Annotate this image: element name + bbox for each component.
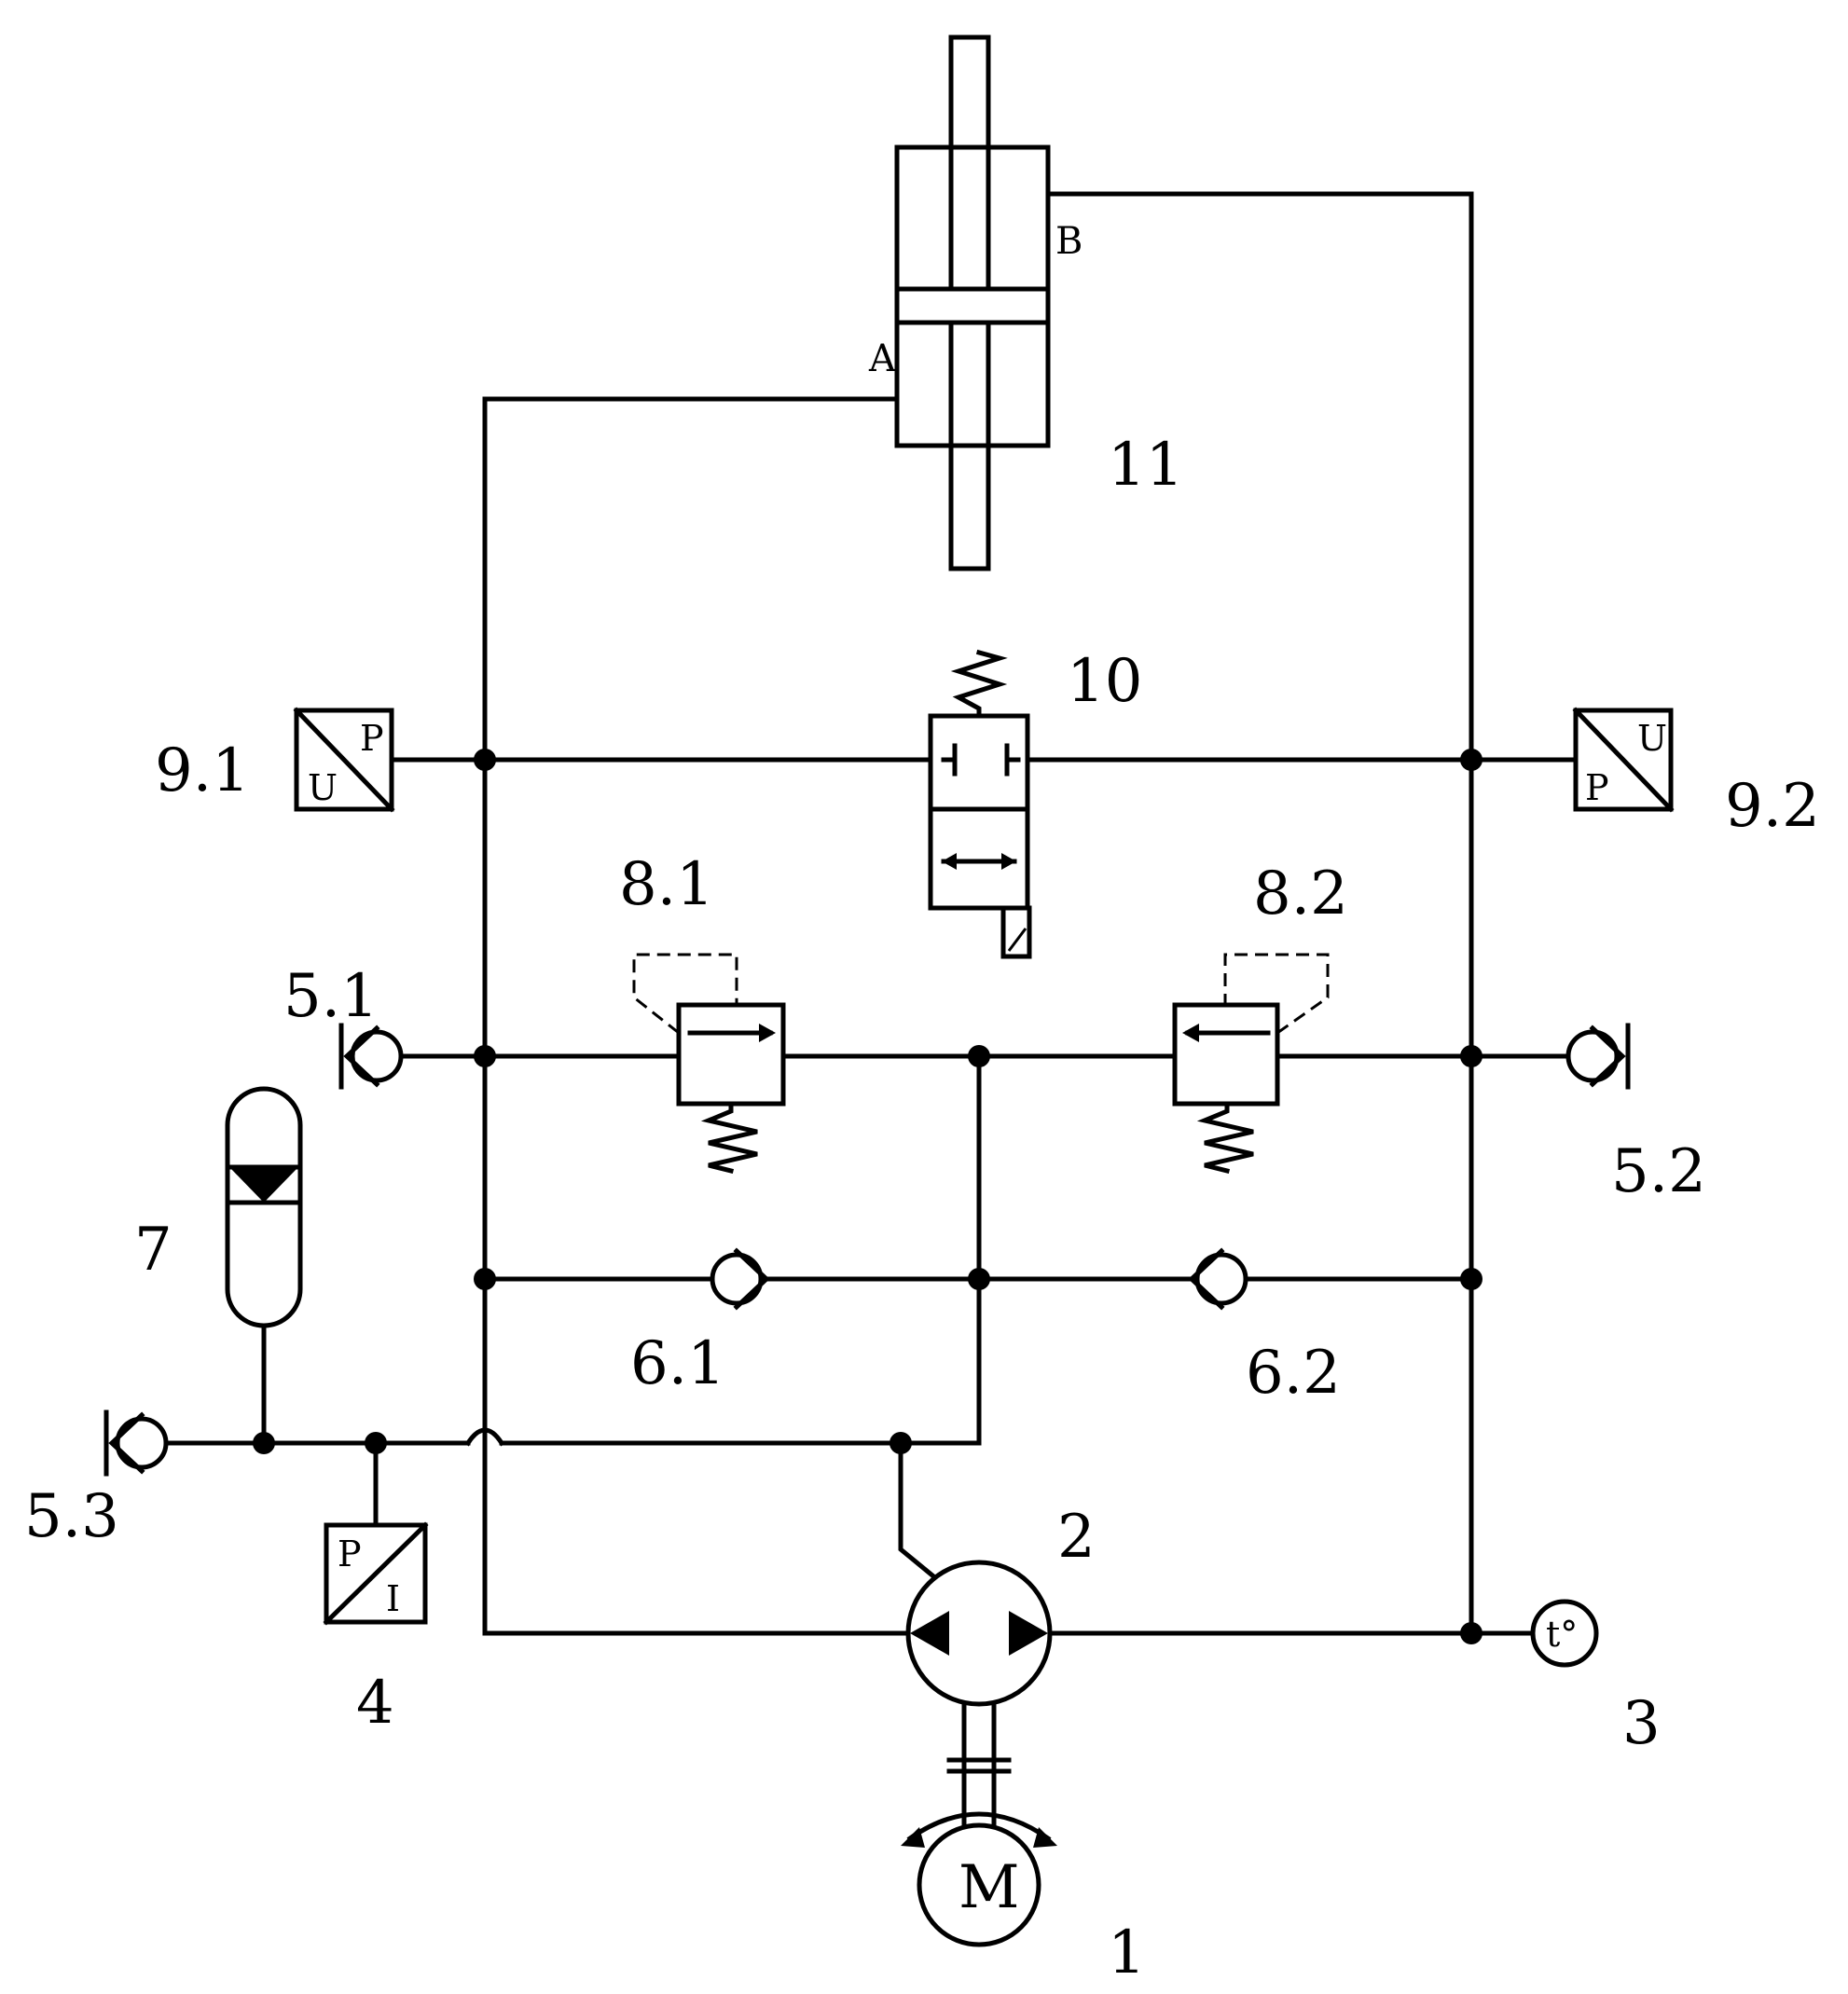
port-b-label: B (1055, 220, 1083, 263)
label-pressure-switch: 4 (356, 1669, 394, 1738)
check-valve-2-symbol (1188, 1247, 1248, 1311)
port-a-label: A (868, 337, 897, 380)
label-transducer-2: 9.2 (1725, 772, 1820, 841)
check-fill-2-symbol (1565, 1023, 1631, 1090)
bypass-valve-symbol (928, 649, 1032, 959)
label-cylinder: 11 (1108, 431, 1183, 500)
relief-valve-1-symbol (632, 953, 786, 1175)
label-temp-sensor: 3 (1622, 1689, 1661, 1758)
temp-sensor-t: t° (1546, 1614, 1578, 1655)
check-fill-3-symbol (103, 1410, 169, 1477)
check-valve-1-symbol (710, 1247, 770, 1311)
transducer-1-symbol (293, 707, 395, 813)
motor-m: M (958, 1853, 1020, 1922)
label-relief-valve-1: 8.1 (619, 850, 714, 919)
pressure-switch-symbol (323, 1521, 429, 1626)
transducer-1-u: U (308, 767, 338, 808)
label-check-valve-1: 6.1 (630, 1329, 725, 1398)
label-check-fill-2: 5.2 (1611, 1137, 1706, 1206)
cylinder-symbol (894, 34, 1051, 571)
label-relief-valve-2: 8.2 (1253, 859, 1348, 928)
label-motor: 1 (1108, 1918, 1146, 1987)
transducer-2-u: U (1637, 718, 1667, 759)
main-lines (482, 191, 1474, 1636)
label-check-valve-2: 6.2 (1246, 1339, 1341, 1408)
transducer-2-symbol (1572, 707, 1675, 813)
relief-valve-2-symbol (1172, 953, 1330, 1175)
label-check-fill-1: 5.1 (283, 962, 379, 1031)
transducer-2-p: P (1585, 767, 1609, 808)
label-transducer-1: 9.1 (155, 736, 250, 805)
charge-line (163, 1321, 982, 1579)
label-check-fill-3: 5.3 (24, 1482, 119, 1551)
transducer-1-p: P (360, 718, 384, 759)
pressure-switch-p: P (338, 1533, 362, 1575)
label-accumulator: 7 (134, 1216, 172, 1285)
label-bypass-valve: 10 (1067, 647, 1142, 716)
label-pump: 2 (1057, 1503, 1096, 1572)
motor-symbol (901, 1811, 1057, 1947)
check-fill-1-symbol (338, 1023, 404, 1090)
temp-sensor-symbol (1530, 1599, 1599, 1668)
junction-dots (253, 749, 1483, 1644)
pump-symbol (905, 1560, 1053, 1828)
accumulator-symbol (225, 1086, 303, 1328)
pressure-switch-i: I (386, 1578, 400, 1619)
